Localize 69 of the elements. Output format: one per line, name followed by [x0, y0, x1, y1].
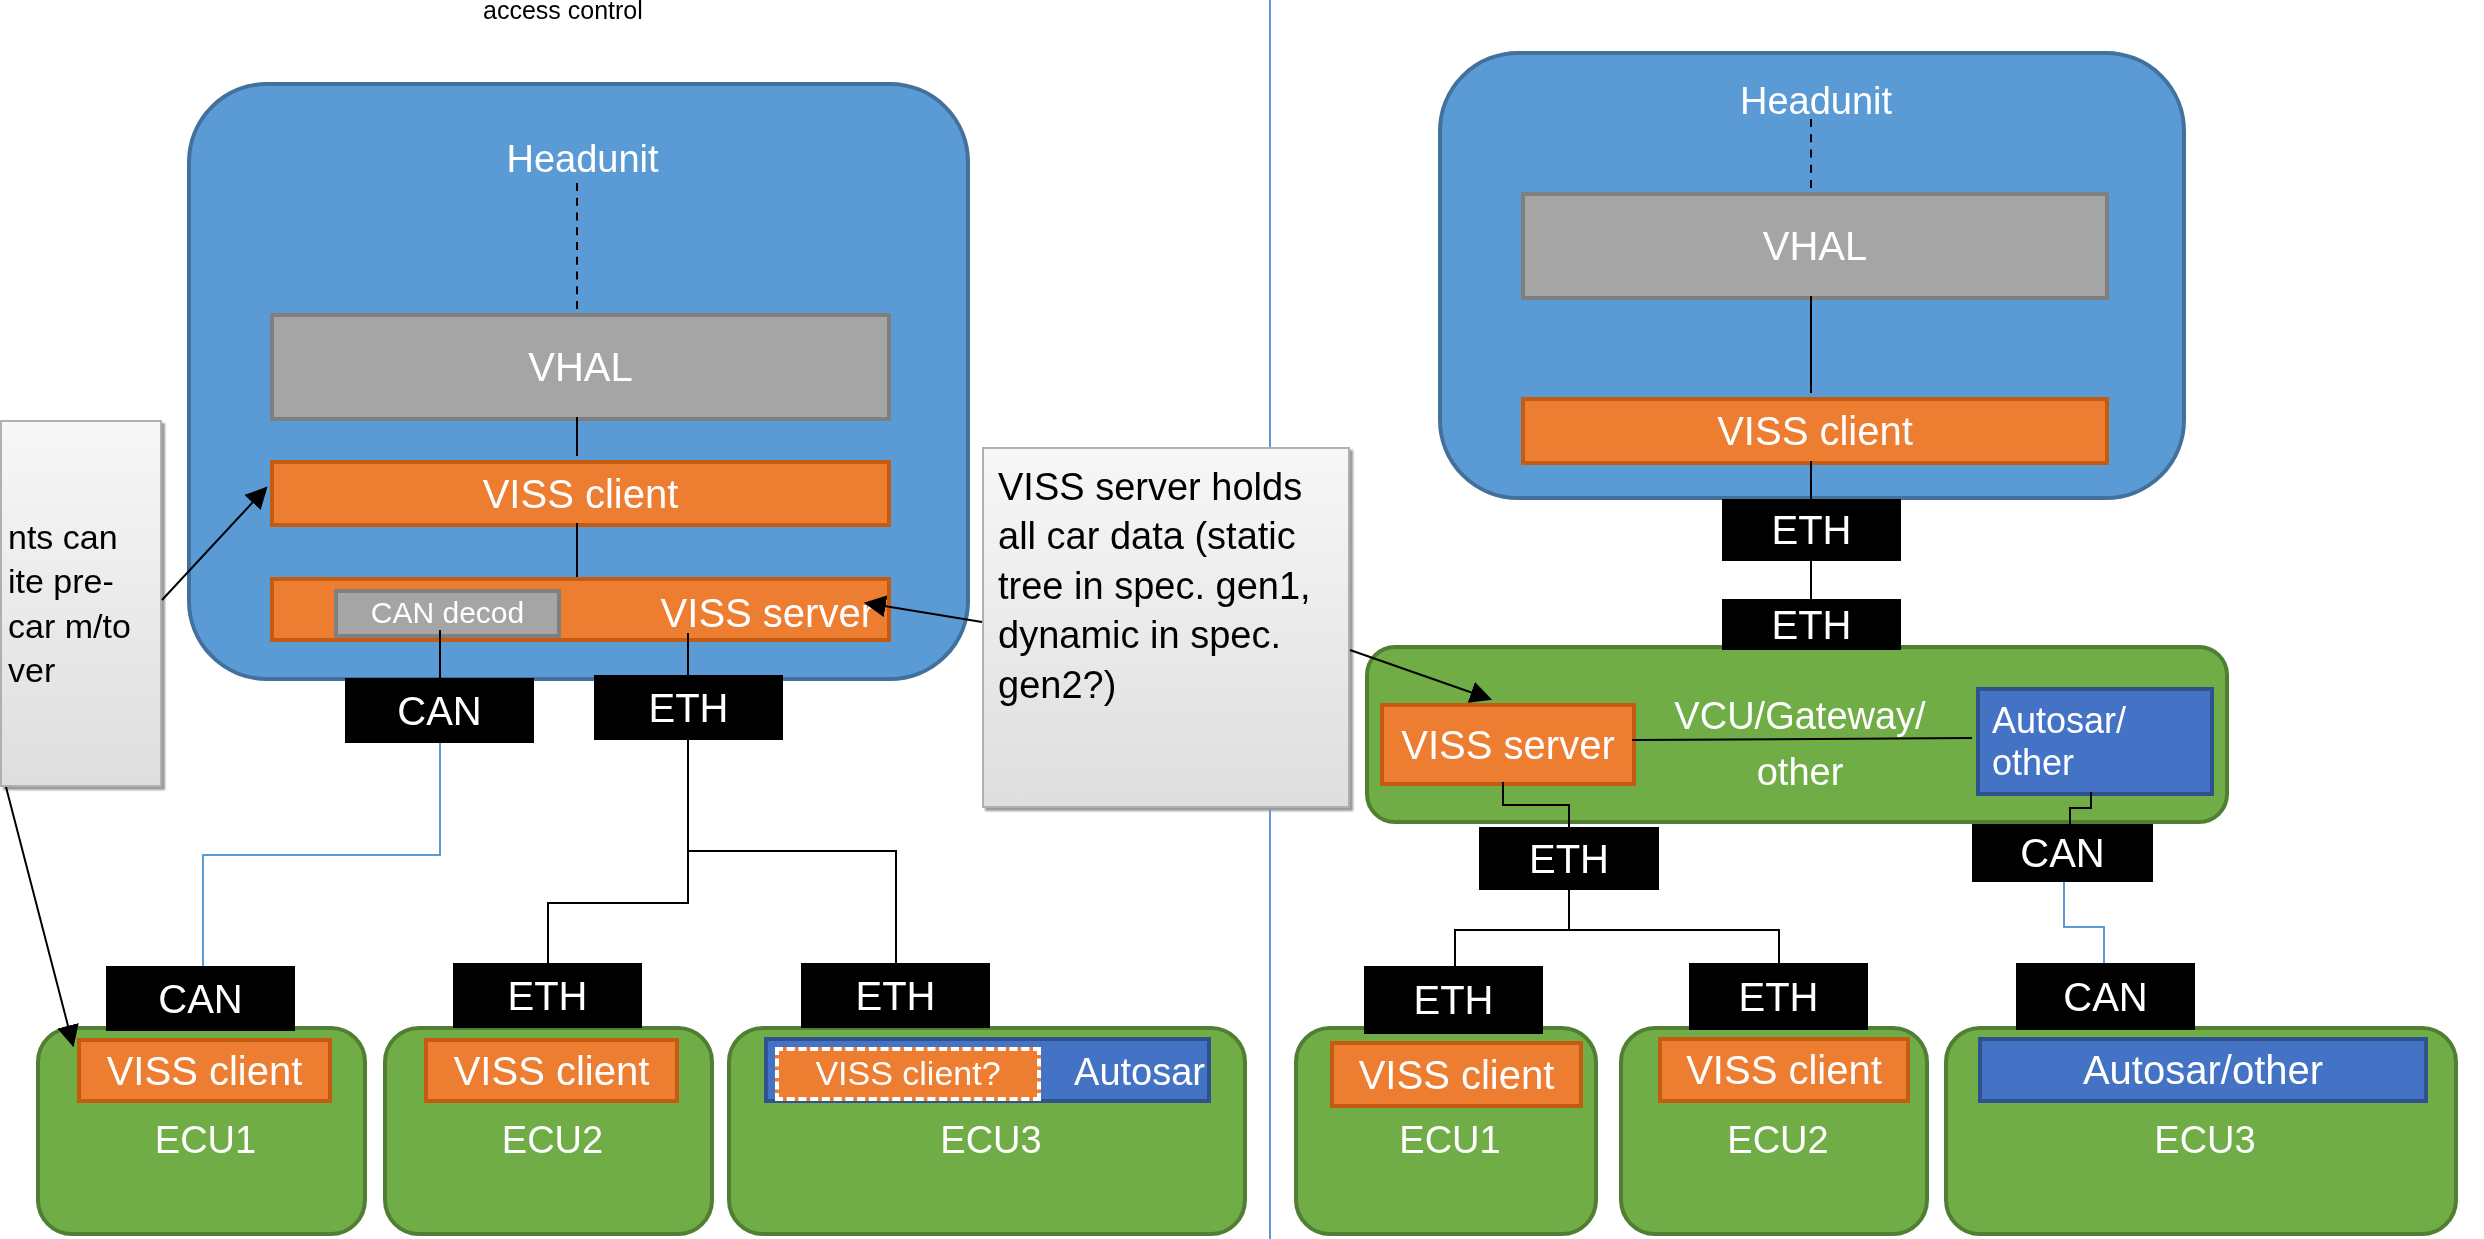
connector-line — [1502, 781, 1570, 828]
ecu-panel — [1294, 1026, 1598, 1236]
bus-tag: ETH — [453, 963, 642, 1028]
connector-line — [1568, 889, 1780, 964]
connector-line — [1810, 118, 1812, 189]
connector-line — [1810, 460, 1812, 500]
module-box: Autosar/ other — [1976, 687, 2214, 796]
bus-tag: ETH — [801, 963, 990, 1028]
gateway-panel — [1365, 645, 2229, 824]
bus-tag: CAN — [106, 966, 295, 1031]
bus-tag: ETH — [1364, 966, 1543, 1034]
bus-tag: ETH — [594, 675, 783, 740]
server-box: VISS server — [1380, 703, 1636, 786]
connector-line — [1810, 295, 1812, 394]
bus-tag: ETH — [1479, 827, 1659, 890]
client-box: VISS client — [77, 1038, 332, 1103]
panel-title: Headunit — [505, 137, 660, 182]
head-unit-panel — [187, 82, 970, 681]
bus-tag: ETH — [1722, 599, 1901, 650]
panel-title: Headunit — [1738, 79, 1894, 123]
ecu-panel — [727, 1026, 1247, 1236]
arrow — [1349, 649, 1493, 703]
panel-title: ECU3 — [939, 1118, 1043, 1163]
module-box — [764, 1037, 1211, 1103]
callout-box: VISS server holds all car data (static tree in spec. gen1, dynamic in spec. gen2?) — [982, 447, 1350, 808]
client-box: VISS client — [1521, 397, 2109, 465]
decoder-box: CAN decod — [334, 589, 561, 638]
panel-title: ECU1 — [153, 1118, 258, 1163]
panel-title: VCU/Gateway/ other — [1673, 694, 1927, 795]
connector-line — [2069, 791, 2092, 825]
layer-box: VHAL — [270, 313, 891, 421]
ecu-panel — [1619, 1026, 1929, 1236]
connector-line — [1631, 737, 1973, 741]
client-box: VISS client — [1330, 1041, 1583, 1108]
connector-line — [576, 182, 578, 310]
client-box: VISS client? — [775, 1047, 1041, 1101]
layer-box: VHAL — [1521, 192, 2109, 300]
panel-title: ECU3 — [2153, 1118, 2257, 1163]
panel-title: ECU2 — [500, 1118, 605, 1163]
client-box: VISS client — [424, 1038, 679, 1103]
bus-tag: CAN — [345, 678, 534, 743]
connector-line — [202, 742, 441, 967]
arrow — [863, 595, 983, 623]
ecu-panel — [1944, 1026, 2458, 1236]
panel-title: VISS server — [659, 590, 874, 637]
bus-tag: ETH — [1689, 963, 1868, 1030]
bus-tag: CAN — [1972, 824, 2153, 882]
ecu-panel — [36, 1026, 367, 1236]
bus-tag: ETH — [1722, 499, 1901, 561]
connector-line — [576, 522, 578, 578]
ecu-panel — [383, 1026, 714, 1236]
connector-line — [687, 632, 689, 676]
connector-line — [576, 416, 578, 457]
client-box: VISS client — [1658, 1037, 1910, 1103]
arrow — [5, 786, 79, 1048]
arrow — [161, 486, 268, 601]
bus-tag: CAN — [2016, 963, 2195, 1030]
server-box — [270, 577, 891, 642]
callout-box: nts can ite pre- car m/to ver — [0, 420, 162, 787]
client-box: VISS client — [270, 460, 891, 527]
panel-title: ECU1 — [1398, 1118, 1502, 1163]
module-box: Autosar/other — [1978, 1037, 2428, 1103]
panel-title: ECU2 — [1726, 1118, 1830, 1163]
connector-line — [2063, 881, 2105, 964]
connector-line — [439, 629, 441, 679]
connector-line — [1810, 560, 1812, 600]
panel-title: Autosar — [1073, 1050, 1205, 1095]
note-text: access control — [483, 0, 643, 25]
head-unit-panel — [1438, 51, 2186, 500]
